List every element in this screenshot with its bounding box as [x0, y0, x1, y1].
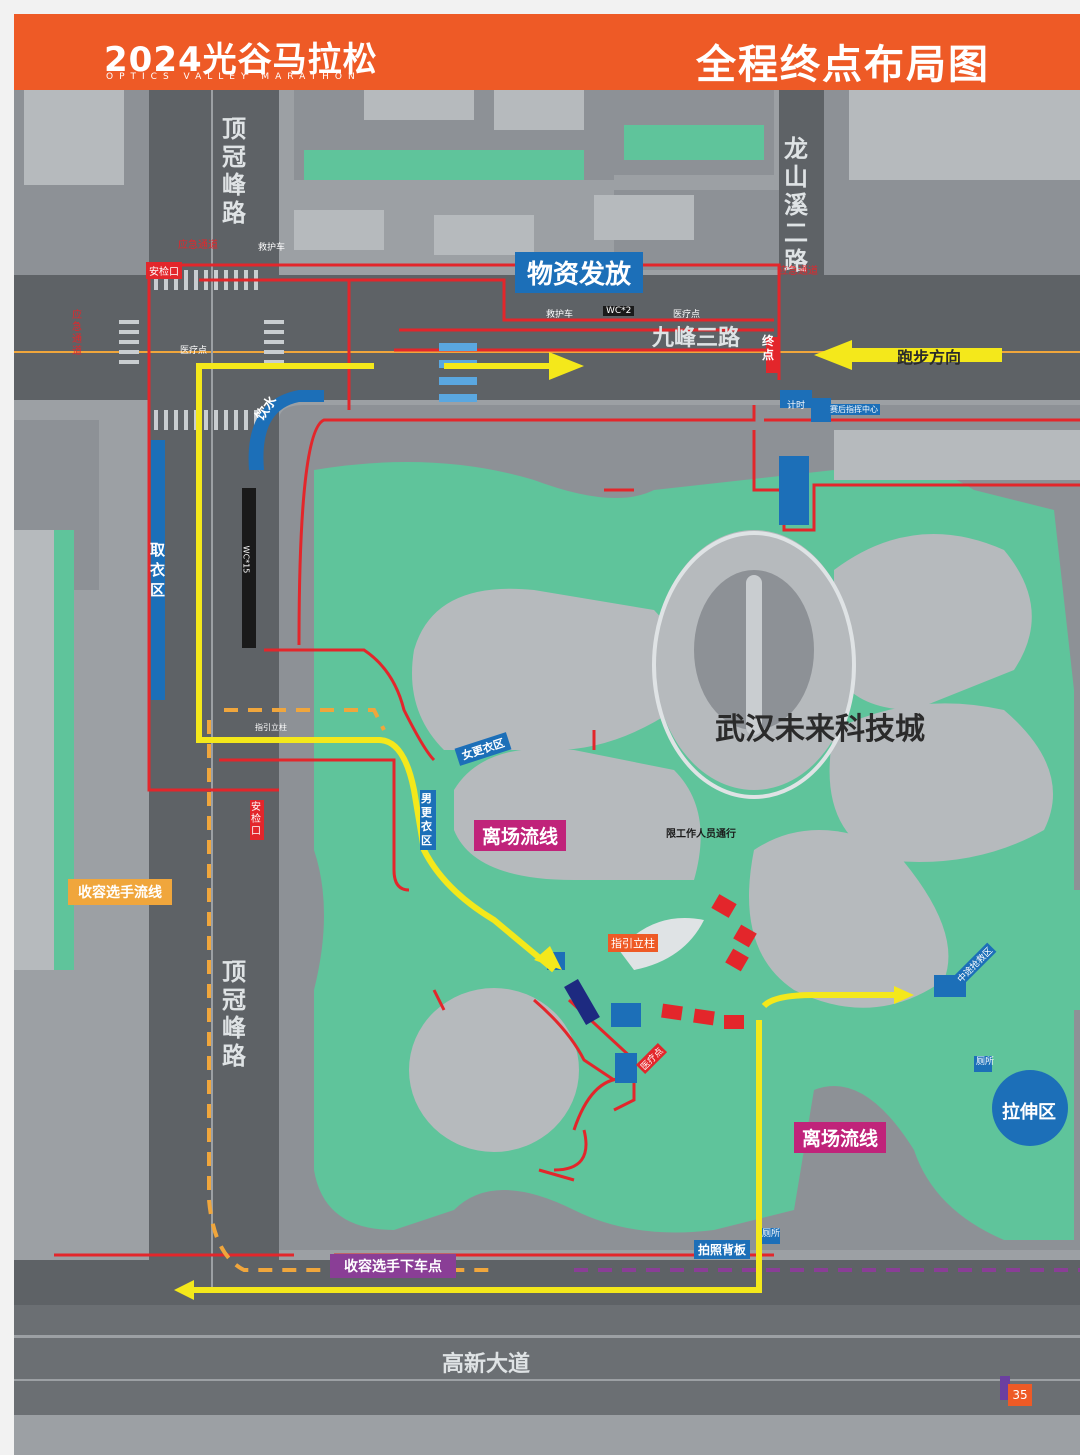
toilet-label-2: 厕所 [762, 1229, 781, 1239]
route-lines [194, 363, 894, 1293]
wc-2-label: WC*2 [603, 306, 635, 316]
ambulance-label-1: 救护车 [258, 243, 286, 253]
road-label-dingguanfeng-top: 顶冠峰路 [222, 115, 246, 227]
brand-title: 2024光谷马拉松 [104, 40, 378, 80]
emergency-label-3: 应急通道 [72, 310, 82, 357]
emergency-label-1: 应急通道 [178, 240, 218, 251]
venue-buildings [409, 530, 1080, 1152]
ambulance-label-2: 救护车 [546, 310, 574, 320]
barrier-lines [54, 263, 1080, 1257]
road-label-jiufeng: 九峰三路 [652, 326, 741, 351]
direction-label: 跑步方向 [897, 348, 962, 367]
route-arrows [174, 340, 1002, 1300]
race-center-label: 赛后指挥中心 [828, 404, 880, 415]
guide-post-label: 指引立柱 [608, 934, 658, 952]
road-label-longshanxi: 龙山溪二路 [784, 135, 808, 275]
men-changing-label: 男更衣区 [420, 790, 436, 850]
page-number-mark [1000, 1376, 1010, 1400]
wc-15-label: WC*15 [241, 545, 251, 574]
page-number: 35 [1008, 1384, 1032, 1406]
security-label-2: 安检口 [250, 800, 264, 840]
finish-area-map [14, 90, 1080, 1455]
medical-label-1: 医疗点 [180, 346, 208, 356]
timing-label: 计时 [787, 401, 806, 411]
photo-board-label: 拍照背板 [694, 1240, 751, 1259]
finish-label: 终点 [762, 334, 775, 362]
brand-subtitle: OPTICS VALLEY MARATHON [106, 72, 361, 82]
guide-post-small-label: 指引立柱 [255, 723, 287, 732]
staff-only-label: 限工作人员通行 [666, 829, 736, 840]
pickup-dropoff-label: 收容选手下车点 [330, 1254, 456, 1278]
road-label-gaoxin: 高新大道 [442, 1352, 531, 1377]
exit-flow-label-1: 离场流线 [474, 820, 567, 851]
pickup-flow-label: 收容选手流线 [68, 879, 172, 905]
security-label-1: 安检口 [146, 262, 182, 279]
finish-blocks [661, 337, 780, 1029]
city-blocks [14, 90, 1080, 970]
road-network [14, 90, 1080, 1455]
stretch-label: 拉伸区 [1002, 1102, 1056, 1123]
page-title: 全程终点布局图 [696, 42, 990, 88]
supply-label: 物资发放 [515, 252, 644, 293]
venue-label: 武汉未来科技城 [715, 712, 925, 747]
exit-flow-label-2: 离场流线 [794, 1122, 887, 1153]
medical-label-2: 医疗点 [673, 310, 701, 320]
toilet-label-1: 厕所 [976, 1057, 995, 1067]
dashed-routes [207, 708, 1080, 1272]
clothing-pickup-label: 取衣区 [150, 541, 166, 599]
road-label-dingguanfeng-bottom: 顶冠峰路 [222, 958, 246, 1070]
emergency-label-2: 应急通道 [778, 266, 818, 277]
page-header: 2024光谷马拉松 OPTICS VALLEY MARATHON 全程终点布局图 [14, 14, 1080, 90]
